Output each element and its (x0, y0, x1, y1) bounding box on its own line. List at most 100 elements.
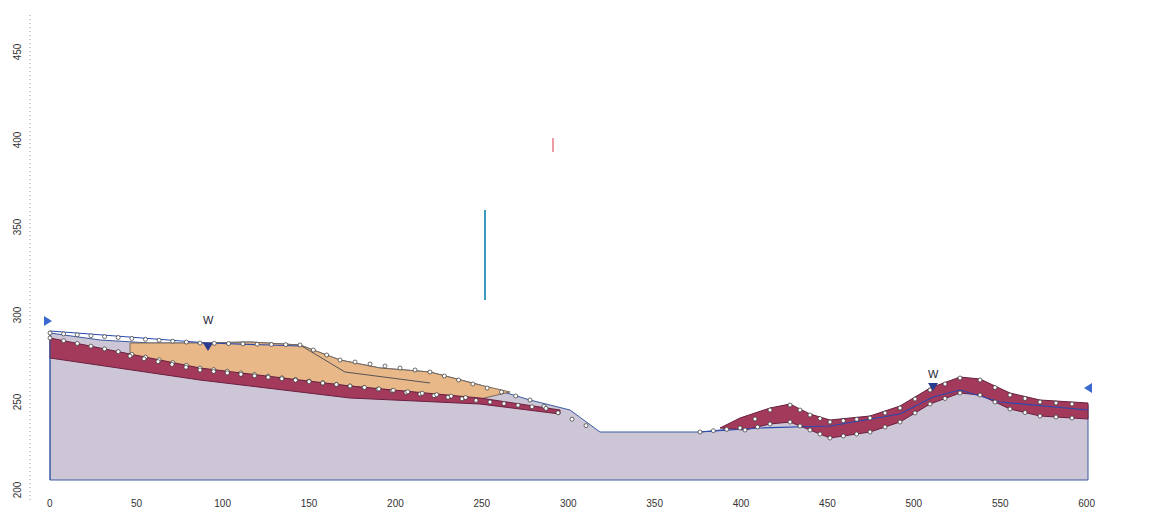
axis-tick-label: 300 (13, 306, 23, 323)
vertex-dot (269, 342, 273, 346)
vertex-dot (913, 411, 917, 415)
vertex-dot (958, 391, 962, 395)
vertex-dot (307, 380, 311, 384)
vertex-dot (298, 343, 302, 347)
vertex-dot (474, 398, 478, 402)
vertex-dot (818, 432, 822, 436)
vertex-dot (841, 434, 845, 438)
vertex-dot (570, 417, 574, 421)
axis-tick-label: 500 (906, 499, 923, 509)
vertex-dot (499, 390, 503, 394)
vertex-dot (556, 411, 560, 415)
vertex-dot (828, 420, 832, 424)
vertex-dot (62, 339, 66, 343)
vertex-dot (698, 430, 702, 434)
vertex-dot (128, 354, 132, 358)
vertex-dot (725, 427, 729, 431)
vertex-dot (362, 386, 366, 390)
vertex-dot (756, 425, 760, 429)
vertex-dot (338, 358, 342, 362)
vertex-dot (818, 417, 822, 421)
vertex-dot (280, 376, 284, 380)
boundary (50, 333, 51, 480)
vertex-dot (307, 379, 311, 383)
vertex-dots (48, 331, 1074, 440)
vertex-dot (530, 405, 534, 409)
vertex-dot (348, 384, 352, 388)
axis-tick-label: 450 (13, 44, 23, 61)
vertex-dot (928, 402, 932, 406)
vertex-dot (311, 348, 315, 352)
vertex-dot (1038, 414, 1042, 418)
vertex-dot (353, 360, 357, 364)
vertex-dot (1070, 402, 1074, 406)
vertex-dot (334, 382, 338, 386)
vertex-dot (435, 393, 439, 397)
vertex-dot (383, 364, 387, 368)
vertex-dot (978, 393, 982, 397)
vertex-dot (768, 408, 772, 412)
vertex-dot (293, 378, 297, 382)
vertex-dot (293, 377, 297, 381)
vertex-dot (993, 386, 997, 390)
vertex-dot (48, 336, 52, 340)
water-marker (203, 343, 213, 351)
vertex-dot (170, 362, 174, 366)
vertex-dot (321, 381, 325, 385)
vertex-dot (1070, 416, 1074, 420)
vertex-dot (743, 428, 747, 432)
vertex-dot (142, 357, 146, 361)
vertex-dot (1023, 411, 1027, 415)
vertex-dot (485, 386, 489, 390)
axis-tick-label: 50 (131, 499, 142, 509)
vertex-dot (544, 406, 548, 410)
vertex-dot (1054, 401, 1058, 405)
vertex-dot (913, 397, 917, 401)
vertex-dot (788, 420, 792, 424)
axis-tick-label: 450 (819, 499, 836, 509)
axis-tick-label: 200 (387, 499, 404, 509)
vertex-dot (62, 332, 66, 336)
vertex-dot (212, 341, 216, 345)
vertex-dot (239, 372, 243, 376)
vertex-dot (808, 428, 812, 432)
vertex-dot (898, 406, 902, 410)
mark (552, 138, 553, 152)
vertex-dot (377, 387, 381, 391)
y-axis (30, 15, 31, 500)
vertex-dot (157, 338, 161, 342)
vertex-dot (1038, 400, 1042, 404)
axis-tick-label: 0 (47, 499, 53, 509)
vertex-dot (376, 387, 380, 391)
vertex-dot (502, 402, 506, 406)
vertex-dot (442, 374, 446, 378)
vertex-dot (528, 398, 532, 402)
vertex-dot (253, 374, 257, 378)
vertex-dot (768, 422, 772, 426)
vertex-dot (75, 333, 79, 337)
vertex-dot (993, 400, 997, 404)
water-table (50, 331, 300, 346)
axis-tick-label: 100 (214, 499, 231, 509)
vertex-dot (89, 334, 93, 338)
vertex-dot (321, 381, 325, 385)
vertex-dot (516, 403, 520, 407)
vertex-dot (241, 342, 245, 346)
vertex-dot (103, 335, 107, 339)
vertex-dot (855, 432, 859, 436)
vertex-dot (788, 403, 792, 407)
vertex-dot (406, 390, 410, 394)
vertex-dot (89, 344, 93, 348)
vertex-dot (883, 425, 887, 429)
vertex-dot (978, 378, 982, 382)
vertex-dot (184, 340, 188, 344)
vertex-dot (883, 411, 887, 415)
axis-tick-label: 600 (1078, 499, 1095, 509)
vertex-dot (212, 369, 216, 373)
x-axis (10, 490, 1140, 493)
vertex-dot (928, 388, 932, 392)
vertex-dot (488, 400, 492, 404)
vertex-dot (225, 371, 229, 375)
vertex-dot (325, 353, 329, 357)
